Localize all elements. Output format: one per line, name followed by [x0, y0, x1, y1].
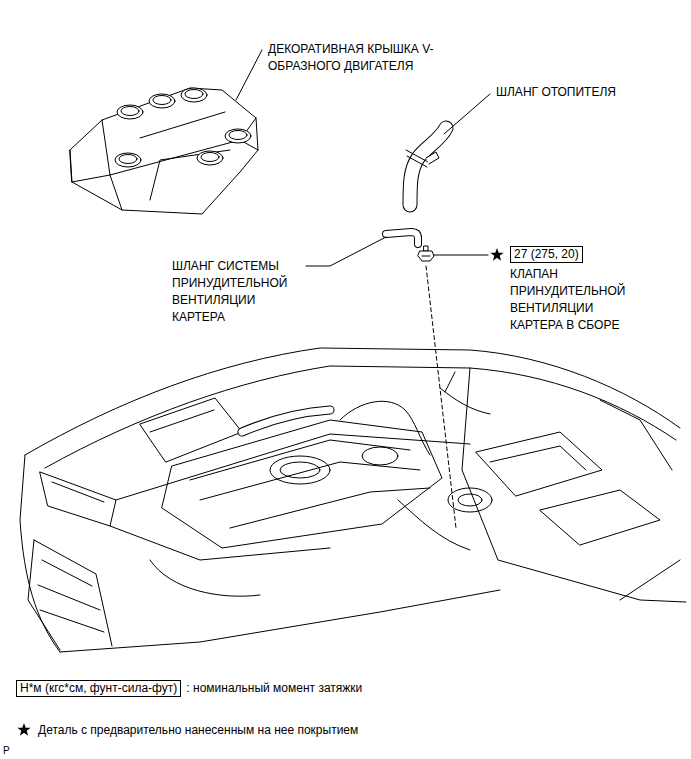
vehicle-engine-bay	[270, 456, 330, 484]
engine-cover	[119, 155, 137, 164]
leader-line	[236, 50, 262, 100]
vehicle-engine-bay	[116, 434, 470, 500]
engine-cover	[197, 151, 223, 165]
part-name: ДЕКОРАТИВНАЯ КРЫШКА V-ОБРАЗНОГО ДВИГАТЕЛ…	[268, 41, 458, 75]
part-name: КЛАПАН ПРИНУДИТЕЛЬНОЙ ВЕНТИЛЯЦИИ КАРТЕРА…	[510, 266, 642, 334]
engine-cover	[201, 153, 219, 162]
heater-hose	[426, 152, 439, 164]
vehicle-engine-bay	[476, 432, 602, 496]
vehicle-engine-bay	[20, 348, 686, 652]
vehicle-engine-bay	[150, 560, 260, 596]
vehicle-engine-bay	[40, 472, 116, 526]
vehicle-engine-bay	[162, 420, 442, 548]
engine-cover	[121, 107, 139, 116]
vehicle-engine-bay	[230, 488, 430, 528]
pcv-hose	[386, 232, 418, 244]
vehicle-engine-bay	[398, 500, 470, 550]
engine-cover	[185, 90, 203, 99]
engine-cover	[225, 129, 251, 143]
vehicle-engine-bay	[540, 490, 660, 545]
star-symbol	[490, 248, 503, 261]
engine-cover	[115, 153, 141, 167]
vehicle-engine-bay	[20, 455, 60, 652]
pcv-valve	[418, 246, 434, 261]
leader-line	[434, 255, 488, 256]
torque-value: Н*м (кгс*см, фунт-сила-фут)	[20, 681, 177, 696]
leader-line	[306, 237, 386, 266]
vehicle-engine-bay	[25, 348, 680, 455]
vehicle-engine-bay	[280, 462, 320, 478]
legend-text: : номинальный момент затяжки	[186, 680, 362, 697]
vehicle-engine-bay	[52, 482, 104, 502]
engine-cover	[149, 94, 175, 108]
engine-cover	[70, 88, 258, 214]
heater-hose	[410, 128, 446, 205]
heater-hose	[410, 128, 446, 205]
vehicle-engine-bay	[242, 410, 330, 432]
vehicle-engine-bay	[440, 372, 490, 414]
engine-cover	[229, 131, 247, 140]
vehicle-engine-bay	[600, 400, 680, 600]
star-symbol	[17, 723, 30, 736]
vehicle-engine-bay	[490, 446, 586, 470]
torque-legend-box: Н*м (кгс*см, фунт-сила-фут)	[16, 680, 181, 697]
heater-hose	[406, 150, 428, 167]
star-symbol	[17, 248, 503, 736]
engine-cover	[70, 118, 258, 210]
heater-hose	[406, 128, 446, 205]
part-name: ШЛАНГ СИСТЕМЫ ПРИНУДИТЕЛЬНОЙ ВЕНТИЛЯЦИИ …	[172, 258, 302, 326]
legend-text: Деталь с предварительно нанесенным на не…	[38, 722, 358, 739]
engine-cover	[153, 96, 171, 105]
leader-line	[444, 94, 490, 134]
part-name: ШЛАНГ ОТОПИТЕЛЯ	[496, 84, 616, 101]
pcv-valve	[418, 251, 434, 261]
vehicle-engine-bay	[448, 488, 492, 512]
engine-cover	[181, 88, 207, 102]
engine-cover	[70, 88, 258, 214]
torque-value: 27 (275, 20)	[514, 247, 579, 262]
vehicle-engine-bay	[150, 410, 214, 432]
vehicle-engine-bay	[38, 560, 104, 632]
engine-cover	[150, 150, 230, 200]
vehicle-engine-bay	[462, 368, 686, 602]
vehicle-engine-bay	[60, 590, 500, 652]
figure-code: P	[3, 742, 10, 759]
vehicle-engine-bay	[45, 366, 676, 468]
vehicle-engine-bay	[458, 494, 482, 506]
vehicle-engine-bay	[190, 440, 410, 480]
torque-box: 27 (275, 20)	[510, 246, 583, 263]
pcv-valve	[422, 256, 430, 257]
vehicle-engine-bay	[140, 398, 242, 462]
vehicle-engine-bay	[362, 447, 398, 465]
pcv-hose	[386, 232, 418, 244]
engine-cover	[140, 112, 225, 138]
vehicle-engine-bay	[28, 540, 112, 650]
engine-cover	[117, 105, 143, 119]
vehicle-engine-bay	[200, 462, 420, 500]
vehicle-engine-bay	[340, 401, 430, 455]
vehicle-engine-bay	[242, 410, 330, 432]
pcv-hose	[386, 232, 418, 244]
vehicle-engine-bay	[110, 526, 330, 560]
pcv-valve	[424, 246, 428, 251]
